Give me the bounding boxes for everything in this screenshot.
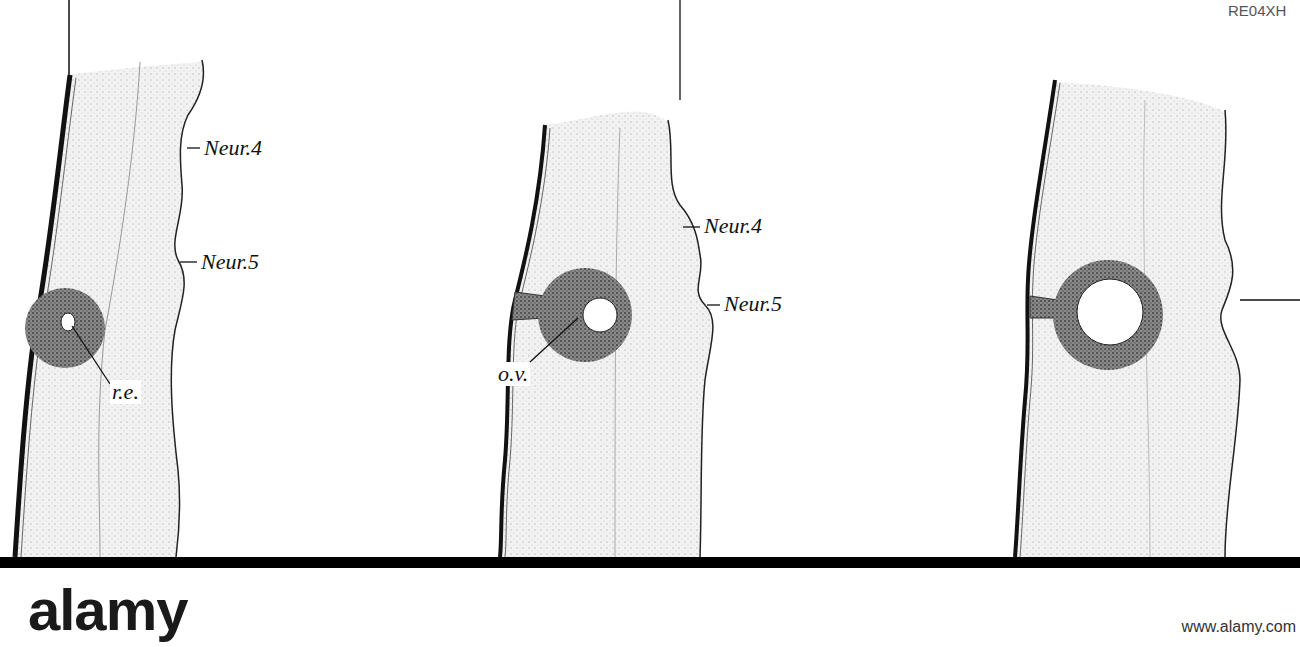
watermark-url: www.alamy.com (1182, 618, 1296, 636)
watermark-id: RE04XH (1228, 3, 1286, 20)
neuromere-label: Neur.5 (722, 292, 784, 316)
structure-label: r.e. (110, 380, 141, 404)
neuromere-label: Neur.4 (702, 214, 764, 238)
structure-label: o.v. (496, 362, 530, 386)
watermark-logo: alamy (28, 578, 187, 642)
neuromere-label: Neur.4 (202, 136, 264, 160)
neuromere-label: Neur.5 (199, 250, 261, 274)
